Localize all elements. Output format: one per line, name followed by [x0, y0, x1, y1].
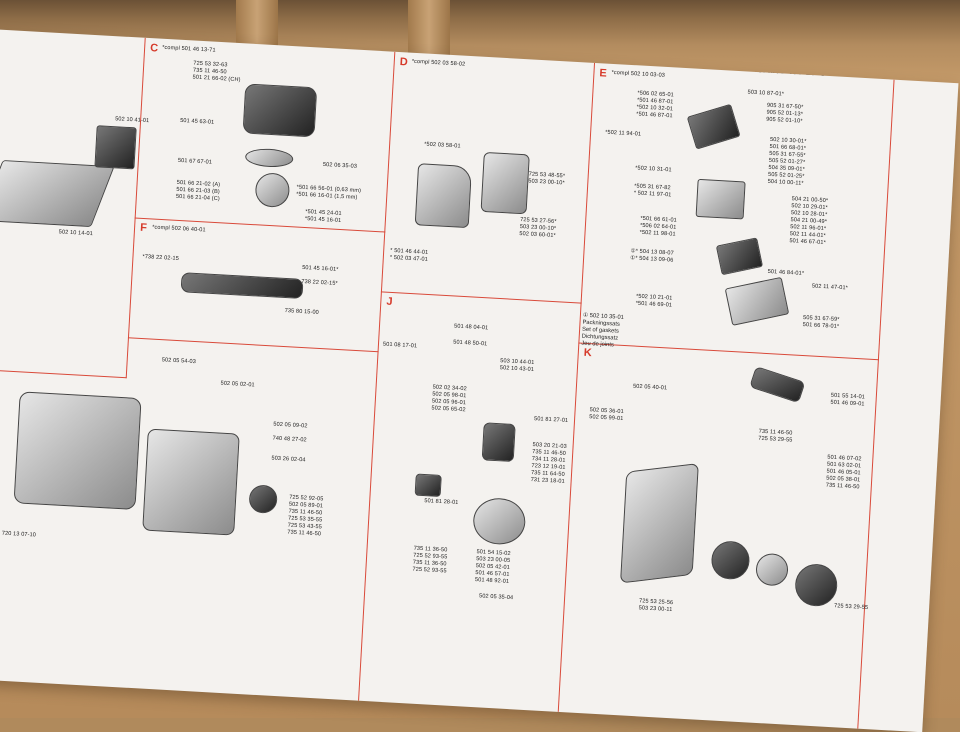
- intake-manifold-part: [414, 163, 473, 229]
- panel-letter-c: C: [149, 42, 159, 55]
- panel-c-compl: *compl 501 46 13-71: [162, 44, 216, 54]
- muffler-part: [94, 125, 137, 170]
- panel-f-compl: *compl 502 06 40-01: [151, 224, 206, 234]
- crankcase-part: [13, 391, 142, 510]
- cylinder-part: [242, 83, 318, 138]
- carburetor-body-part: [695, 178, 746, 220]
- panel-e-compl: *compl 502 10 03-03: [611, 69, 666, 79]
- gasket-set-note: ① 502 10 35-01 Packningssats Set of gask…: [581, 313, 624, 350]
- crankcase-half-part: [142, 428, 240, 536]
- parts-diagram-sheet: C *compl 501 46 13-71 D *compl 502 03 58…: [0, 28, 959, 732]
- panel-letter-k: K: [583, 346, 593, 360]
- spark-plug-cap-part: [414, 473, 442, 497]
- panel-letter-d: D: [399, 56, 409, 69]
- carburetor-housing-part: [480, 151, 530, 215]
- panel-j: J: [358, 291, 582, 712]
- panel-letter-j: J: [386, 295, 393, 309]
- panel-letter-f: F: [139, 221, 148, 235]
- starter-cover-part: [620, 463, 699, 584]
- ignition-module-part: [481, 422, 516, 463]
- panel-d-compl: *compl 502 03 58-02: [411, 58, 466, 68]
- panel-letter-e: E: [599, 67, 608, 80]
